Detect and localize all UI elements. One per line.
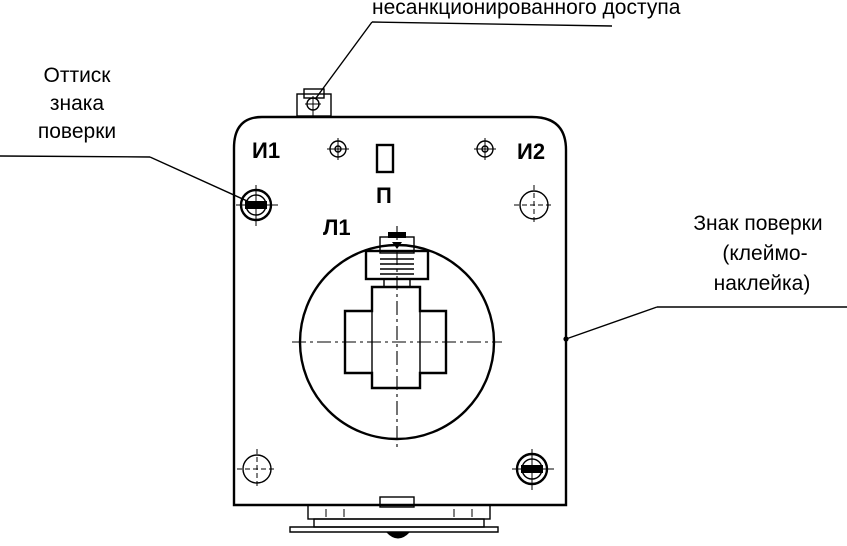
seal-callout-leader bbox=[315, 21, 373, 99]
terminal-p-label: П bbox=[376, 183, 392, 208]
imprint-label-line-3: поверки bbox=[38, 120, 116, 143]
terminal-screw-i2 bbox=[474, 138, 496, 160]
imprint-label-line-2: знака bbox=[50, 92, 105, 115]
sticker-label-line-3: наклейка) bbox=[714, 272, 811, 295]
terminal-l1-label: Л1 bbox=[323, 215, 351, 240]
busbar-clamp bbox=[364, 232, 430, 288]
top-seal bbox=[296, 88, 332, 118]
p-indicator-window bbox=[375, 143, 395, 174]
sticker-label-line-2: (клеймо- bbox=[722, 242, 807, 265]
mount-hole-top-right bbox=[514, 185, 554, 225]
terminal-i2-label: И2 bbox=[517, 139, 545, 164]
terminal-screw-i1 bbox=[327, 138, 349, 160]
seal-callout-underline bbox=[371, 21, 613, 27]
seal-callout-label: несанкционированного доступа bbox=[372, 0, 681, 19]
primary-busbar bbox=[343, 285, 448, 390]
mount-hole-bottom-left bbox=[237, 449, 277, 489]
mount-hole-bottom-right-sealed bbox=[512, 449, 554, 490]
sticker-callout-leader bbox=[565, 306, 658, 340]
mount-hole-top-left-sealed bbox=[236, 185, 278, 226]
imprint-callout-underline bbox=[0, 155, 151, 158]
base-bracket bbox=[289, 496, 499, 539]
imprint-callout-leader bbox=[149, 156, 257, 206]
sticker-label-line-1: Знак поверки bbox=[693, 212, 822, 235]
transformer-housing bbox=[232, 115, 568, 507]
imprint-label-line-1: Оттиск bbox=[44, 64, 112, 87]
terminal-i1-label: И1 bbox=[252, 138, 280, 163]
